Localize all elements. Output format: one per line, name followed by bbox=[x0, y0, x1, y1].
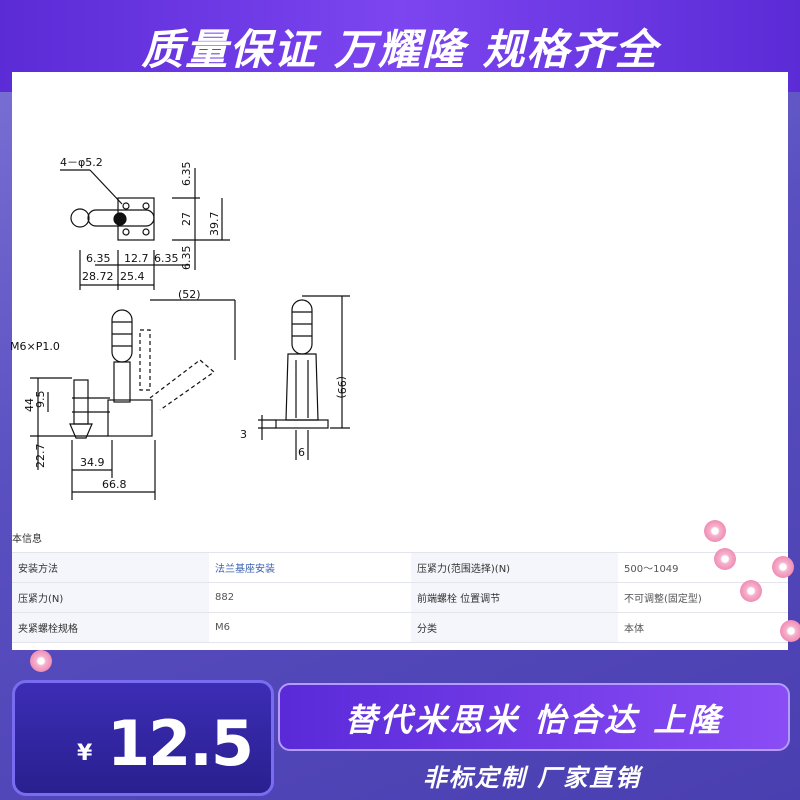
top-view-pivot bbox=[113, 212, 127, 226]
price-box: ¥ 12.5 bbox=[12, 680, 274, 796]
table-row: 夹紧螺栓规格 M6 分类 本体 bbox=[12, 612, 788, 643]
top-view-pad bbox=[70, 208, 90, 228]
spec-key: 前端螺栓 位置调节 bbox=[411, 582, 618, 613]
front-body bbox=[285, 353, 319, 421]
side-handle-grip bbox=[111, 309, 133, 363]
hole-1 bbox=[122, 202, 130, 210]
hole-label: 4－φ5.2 bbox=[60, 156, 103, 169]
side-pad bbox=[69, 423, 93, 439]
thread-label: M6×P1.0 bbox=[10, 340, 60, 353]
left-dim-1: 44 bbox=[23, 398, 36, 412]
dim-bottom-4: 28.72 bbox=[82, 270, 114, 283]
spec-value: 本体 bbox=[618, 612, 788, 643]
currency-symbol: ¥ bbox=[77, 741, 93, 766]
slogan-text: 替代米思米 怡合达 上隆 bbox=[344, 701, 724, 739]
dim-bottom-2: 12.7 bbox=[124, 252, 149, 265]
blossom-icon bbox=[704, 520, 726, 542]
side-spindle bbox=[73, 379, 89, 425]
side-top-dim: (52) bbox=[178, 288, 201, 301]
dim-top-1: 6.35 bbox=[180, 162, 193, 187]
spec-key: 夹紧螺栓规格 bbox=[12, 612, 209, 643]
bottom-dim-2: 66.8 bbox=[102, 478, 127, 491]
left-dim-2: 9.5 bbox=[34, 391, 47, 409]
front-height-dim: (99) bbox=[335, 376, 348, 399]
dim-bottom-3: 6.35 bbox=[154, 252, 179, 265]
table-row: 安装方法 法兰基座安装 压紧力(范围选择)(N) 500～1049 bbox=[12, 552, 788, 583]
technical-drawing: 4－φ5.2 6.35 27 39.7 6.35 6.35 12.7 6.35 … bbox=[10, 156, 350, 500]
blossom-icon bbox=[714, 548, 736, 570]
front-handle-grip bbox=[291, 299, 313, 355]
spec-key: 压紧力(N) bbox=[12, 582, 209, 613]
blossom-icon bbox=[780, 620, 800, 642]
front-base bbox=[275, 419, 329, 429]
spec-key: 压紧力(范围选择)(N) bbox=[411, 552, 618, 583]
hole-2 bbox=[142, 202, 150, 210]
side-handle-stem bbox=[113, 361, 131, 403]
info-section-label: 本信息 bbox=[12, 534, 42, 545]
banner-title: 质量保证 万耀隆 规格齐全 bbox=[141, 25, 659, 74]
spec-value: 不可调整(固定型) bbox=[618, 582, 788, 613]
open-handle-ghost bbox=[149, 359, 215, 411]
dim-bottom-1: 6.35 bbox=[86, 252, 111, 265]
dim-top-3: 39.7 bbox=[208, 212, 221, 237]
spec-key: 分类 bbox=[411, 612, 618, 643]
front-base-dim: 3 bbox=[240, 428, 247, 441]
spec-value: M6 bbox=[209, 612, 411, 643]
blossom-icon bbox=[740, 580, 762, 602]
bottom-dim-1: 34.9 bbox=[80, 456, 105, 469]
left-dim-3: 22.7 bbox=[34, 444, 47, 469]
dim-top-4: 6.35 bbox=[180, 246, 193, 271]
spec-value: 500～1049 bbox=[618, 552, 788, 583]
spec-value: 882 bbox=[209, 582, 411, 613]
hole-3 bbox=[122, 228, 130, 236]
price-value: 12.5 bbox=[107, 707, 254, 780]
slogan-banner: 替代米思米 怡合达 上隆 bbox=[278, 683, 790, 751]
table-row: 压紧力(N) 882 前端螺栓 位置调节 不可调整(固定型) bbox=[12, 582, 788, 613]
blossom-icon bbox=[772, 556, 794, 578]
front-width-dim: 6 bbox=[298, 446, 305, 459]
side-body bbox=[107, 399, 153, 437]
spec-key: 安装方法 bbox=[12, 552, 209, 583]
dim-top-2: 27 bbox=[180, 212, 193, 226]
dim-bottom-5: 25.4 bbox=[120, 270, 145, 283]
spec-table: 安装方法 法兰基座安装 压紧力(范围选择)(N) 500～1049 压紧力(N)… bbox=[12, 552, 788, 643]
top-view-arm bbox=[87, 209, 155, 227]
spec-value: 法兰基座安装 bbox=[209, 552, 411, 583]
blossom-icon bbox=[30, 650, 52, 672]
hole-4 bbox=[142, 228, 150, 236]
sub-slogan: 非标定制 厂家直销 bbox=[422, 764, 642, 792]
